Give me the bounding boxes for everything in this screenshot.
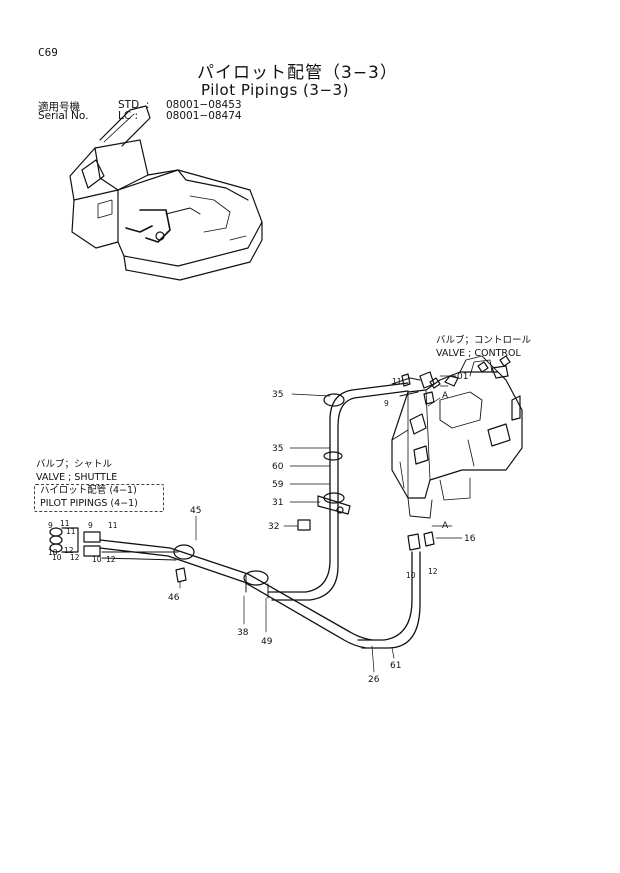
label-part-11-shuttle-a: 11 xyxy=(60,519,70,528)
lc-serial-range: 08001−08474 xyxy=(166,110,242,122)
pilot-pipe-run xyxy=(99,377,421,649)
label-part-16: 16 xyxy=(464,534,476,544)
label-part-11-shuttle-c: 11 xyxy=(66,527,76,536)
label-part-45: 45 xyxy=(190,506,201,516)
label-part-10-shuttle-c: 10 xyxy=(92,555,102,564)
label-part-49: 49 xyxy=(261,637,273,647)
pilot-ref-label-japanese: ハイロット配管 (4−1) xyxy=(40,485,137,496)
label-part-46: 46 xyxy=(168,593,180,603)
page-title: Pilot Pipings (3−3) xyxy=(201,81,349,99)
label-part-11-valve: 11 xyxy=(392,377,402,386)
valve-control-label-japanese: バルブ；コントロール xyxy=(436,335,532,346)
valve-shuttle-label-japanese: バルブ；シャトル xyxy=(36,459,113,470)
label-part-35-lower: 35 xyxy=(272,444,283,454)
pipe-clamps xyxy=(173,393,351,599)
valve-shuttle-label: VALVE ; SHUTTLE xyxy=(36,472,118,483)
label-part-10-shuttle: 10 xyxy=(48,548,58,557)
label-part-12-valve: 12 xyxy=(428,567,438,576)
label-part-10-valve: 10 xyxy=(406,571,416,580)
valve-fittings xyxy=(297,371,435,551)
std-serial-range: 08001−08453 xyxy=(166,99,242,111)
label-part-10-shuttle-b: 10 xyxy=(52,553,62,562)
valve-control-label: VALVE ; CONTROL xyxy=(436,348,521,359)
label-part-26: 26 xyxy=(368,675,380,685)
serial-label-japanese: 適用号機 xyxy=(38,101,80,113)
serial-label: Serial No. xyxy=(38,110,89,122)
label-part-9-shuttle: 9 xyxy=(48,521,53,530)
pilot-ref-label: PILOT PIPINGS (4−1) xyxy=(40,498,138,509)
page-code: C69 xyxy=(38,46,58,59)
page-title-japanese: パイロット配管（3−3） xyxy=(197,63,398,83)
shuttle-fittings xyxy=(49,527,101,557)
lc-label: LC : xyxy=(118,110,139,122)
reference-bracket xyxy=(34,484,164,512)
label-section-a-lower: A xyxy=(442,521,449,531)
leader-lines xyxy=(179,375,463,673)
label-part-12-shuttle-b: 12 xyxy=(106,555,116,564)
label-part-12-shuttle: 12 xyxy=(64,546,74,555)
label-part-12-shuttle-c: 12 xyxy=(70,553,80,562)
label-part-60: 60 xyxy=(272,462,284,472)
label-part-59: 59 xyxy=(272,480,284,490)
label-part-9-shuttle-b: 9 xyxy=(88,521,93,530)
label-part-31: 31 xyxy=(272,498,283,508)
excavator-thumbnail xyxy=(69,105,263,281)
std-label: STD. : xyxy=(118,99,150,111)
label-part-61: 61 xyxy=(390,661,401,671)
label-part-11-shuttle-b: 11 xyxy=(108,521,118,530)
label-part-01: 01 xyxy=(457,372,468,382)
label-part-38: 38 xyxy=(237,628,249,638)
label-part-32: 32 xyxy=(268,522,279,532)
label-part-9-valve: 9 xyxy=(384,399,389,408)
label-part-35-upper: 35 xyxy=(272,390,283,400)
control-valve-block xyxy=(391,355,523,519)
label-section-a-upper: A xyxy=(442,391,449,401)
